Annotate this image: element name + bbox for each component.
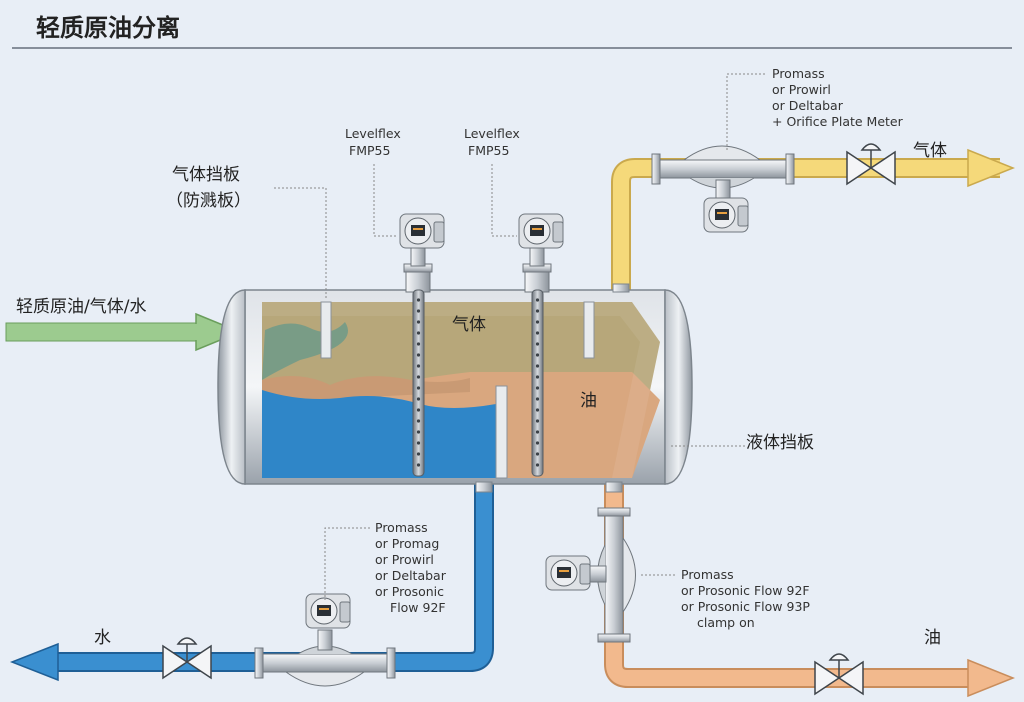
gas-baffle-leader xyxy=(274,187,327,300)
water-outlet-pipe xyxy=(9,482,494,682)
svg-text:or Promag: or Promag xyxy=(375,536,439,551)
probe-perforation xyxy=(416,364,421,368)
levelflex-2-label: Levelflex FMP55 xyxy=(464,126,520,158)
levelflex-1-leader xyxy=(373,164,398,237)
oil-meter-note: Promass or Prosonic Flow 92F or Prosonic… xyxy=(681,567,810,630)
probe-perforation xyxy=(416,386,421,390)
svg-text:or Prosonic: or Prosonic xyxy=(375,584,444,599)
svg-text:clamp on: clamp on xyxy=(697,615,755,630)
svg-text:Levelflex: Levelflex xyxy=(345,126,401,141)
gas-baffle-sublabel: （防溅板） xyxy=(166,191,251,211)
gas-outlet-pipe xyxy=(611,148,1016,296)
probe-perforation xyxy=(535,430,540,434)
svg-text:or Prosonic Flow 92F: or Prosonic Flow 92F xyxy=(681,583,810,598)
transmitter-icon xyxy=(545,555,591,591)
gas-meter-note: Promass or Prowirl or Deltabar + Orifice… xyxy=(772,66,904,129)
inlet-arrow xyxy=(5,312,242,352)
probe-perforation xyxy=(416,320,421,324)
gas-zone-label: 气体 xyxy=(452,315,486,335)
transmitter-icon xyxy=(305,593,351,629)
svg-text:or Deltabar: or Deltabar xyxy=(772,98,844,113)
water-meter-leader xyxy=(324,527,370,600)
probe-perforation xyxy=(535,309,540,313)
svg-text:or Prowirl: or Prowirl xyxy=(772,82,831,97)
probe-perforation xyxy=(416,430,421,434)
gas-baffle-label: 气体挡板 xyxy=(172,165,240,185)
probe-perforation xyxy=(535,463,540,467)
transmitter-icon xyxy=(703,197,749,233)
svg-text:FMP55: FMP55 xyxy=(468,143,509,158)
separator-vessel xyxy=(217,283,693,493)
probe-perforation xyxy=(535,397,540,401)
probe-perforation xyxy=(416,309,421,313)
inlet-label: 轻质原油/气体/水 xyxy=(16,297,146,317)
probe-perforation xyxy=(416,441,421,445)
valve-icon xyxy=(814,653,864,696)
vessel-interior xyxy=(262,302,660,478)
gas-baffle xyxy=(320,301,332,359)
probe-perforation xyxy=(416,342,421,346)
levelflex-2-leader xyxy=(491,164,517,237)
gas-outlet-label: 气体 xyxy=(913,141,947,161)
gas-flowmeter xyxy=(651,145,795,201)
svg-text:or Deltabar: or Deltabar xyxy=(375,568,447,583)
svg-text:Levelflex: Levelflex xyxy=(464,126,520,141)
probe-perforation xyxy=(416,298,421,302)
water-meter-note: Promass or Promag or Prowirl or Deltabar… xyxy=(375,520,447,615)
oil-outlet-arrow xyxy=(967,658,1016,698)
levelflex-probe-1 xyxy=(403,243,433,477)
svg-text:Promass: Promass xyxy=(375,520,428,535)
levelflex-probe-2 xyxy=(522,243,552,477)
gas-baffle-right xyxy=(583,301,595,359)
water-outlet-arrow xyxy=(9,642,59,682)
svg-text:or Prosonic Flow 93P: or Prosonic Flow 93P xyxy=(681,599,810,614)
probe-perforation xyxy=(416,331,421,335)
probe-perforation xyxy=(416,397,421,401)
water-flowmeter xyxy=(254,629,396,687)
gas-outlet-arrow xyxy=(967,148,1016,188)
valve-icon xyxy=(162,637,212,680)
water-outlet-label: 水 xyxy=(94,628,111,648)
probe-perforation xyxy=(416,452,421,456)
svg-text:FMP55: FMP55 xyxy=(349,143,390,158)
svg-text:or Prowirl: or Prowirl xyxy=(375,552,434,567)
probe-perforation xyxy=(535,331,540,335)
oil-outlet-pipe xyxy=(604,482,1016,698)
gas-meter-leader xyxy=(726,73,765,150)
svg-text:+ Orifice Plate Meter: + Orifice Plate Meter xyxy=(772,114,904,129)
probe-perforation xyxy=(535,386,540,390)
probe-perforation xyxy=(535,298,540,302)
probe-perforation xyxy=(535,375,540,379)
liquid-baffle-label: 液体挡板 xyxy=(746,433,814,453)
svg-text:Promass: Promass xyxy=(772,66,825,81)
probe-perforation xyxy=(416,353,421,357)
probe-perforation xyxy=(416,463,421,467)
probe-perforation xyxy=(535,408,540,412)
page-title: 轻质原油分离 xyxy=(36,14,180,42)
probe-perforation xyxy=(535,342,540,346)
probe-perforation xyxy=(535,364,540,368)
probe-perforation xyxy=(416,375,421,379)
valve-icon xyxy=(846,143,896,186)
probe-perforation xyxy=(416,408,421,412)
probe-perforation xyxy=(535,320,540,324)
probe-perforation xyxy=(535,353,540,357)
oil-outlet-label: 油 xyxy=(924,628,941,648)
probe-perforation xyxy=(416,419,421,423)
probe-perforation xyxy=(535,419,540,423)
levelflex-1-label: Levelflex FMP55 xyxy=(345,126,401,158)
probe-perforation xyxy=(535,452,540,456)
transmitter-icon xyxy=(399,213,445,249)
oil-flowmeter xyxy=(581,507,636,643)
probe-perforation xyxy=(535,441,540,445)
transmitter-icon xyxy=(518,213,564,249)
svg-text:Promass: Promass xyxy=(681,567,734,582)
oil-zone-label: 油 xyxy=(580,391,597,411)
liquid-baffle xyxy=(495,385,508,479)
svg-text:Flow 92F: Flow 92F xyxy=(390,600,446,615)
